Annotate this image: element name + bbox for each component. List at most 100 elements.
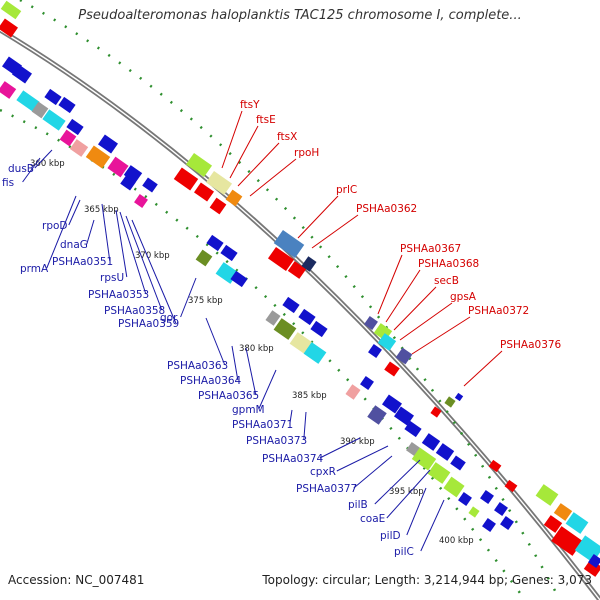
gene-feature-56 (435, 443, 455, 461)
gene-label-pshaa0372: PSHAa0372 (468, 305, 529, 317)
gene-leader-line (46, 195, 77, 269)
gene-label-rpod: rpoD (42, 220, 68, 232)
gene-label-pshaa0365: PSHAa0365 (198, 390, 259, 402)
gene-feature-7 (42, 109, 66, 131)
gene-feature-53 (395, 347, 413, 365)
gene-leader-line (386, 469, 431, 519)
gene-feature-31 (273, 229, 305, 259)
gene-leader-line (231, 345, 239, 381)
gene-leader-line (258, 369, 277, 410)
gene-leader-line (125, 215, 163, 311)
gene-leader-line (115, 209, 128, 278)
gene-feature-75 (543, 515, 563, 533)
gene-label-cpxr: cpxR (310, 466, 336, 478)
coordinate-tick-label: 385 kbp (292, 391, 327, 401)
gene-feature-68 (444, 396, 456, 408)
gene-feature-58 (411, 447, 437, 471)
gene-label-gor: gor (160, 312, 178, 324)
gene-feature-49 (364, 316, 378, 330)
gene-feature-57 (450, 455, 466, 471)
gene-leader-line (420, 499, 445, 552)
gene-leader-line (245, 347, 257, 396)
gene-feature-26 (195, 249, 213, 267)
gene-leader-line (319, 437, 361, 459)
gene-leader-line (411, 316, 471, 355)
gene-feature-12 (69, 139, 89, 157)
gene-feature-70 (488, 459, 502, 473)
gene-feature-43 (360, 376, 374, 390)
coordinate-tick-label: 395 kbp (389, 487, 424, 497)
gene-feature-59 (427, 462, 451, 484)
gene-leader-line (289, 409, 293, 425)
gene-label-ftse: ftsE (256, 114, 276, 126)
gene-label-rpsu: rpsU (100, 272, 124, 284)
gene-feature-28 (220, 244, 238, 262)
gene-label-pshaa0371: PSHAa0371 (232, 419, 293, 431)
gene-feature-5 (16, 90, 40, 112)
gene-feature-36 (273, 318, 297, 340)
topology-label: Topology: circular; Length: 3,214,944 bp… (262, 573, 592, 587)
gene-feature-38 (303, 342, 327, 364)
gene-feature-64 (494, 502, 508, 516)
gene-label-coae: coaE (360, 513, 385, 525)
gene-leader-line (119, 211, 147, 295)
gene-feature-55 (421, 433, 441, 451)
gene-feature-45 (382, 394, 402, 414)
gene-leader-line (374, 459, 421, 505)
gene-label-dnag: dnaG (60, 239, 88, 251)
gene-leader-line (22, 157, 41, 183)
gene-feature-15 (107, 156, 129, 178)
gene-label-pshaa0367: PSHAa0367 (400, 243, 461, 255)
gene-leader-line (180, 277, 197, 318)
gene-feature-79 (588, 554, 600, 568)
gene-leader-line (221, 110, 243, 169)
gene-feature-30 (230, 270, 248, 288)
gene-label-pilc: pilC (394, 546, 414, 558)
gene-feature-23 (173, 167, 199, 191)
gene-leader-line (249, 158, 297, 197)
gene-label-secb: secB (434, 275, 459, 287)
gene-feature-62 (468, 506, 480, 518)
gene-feature-35 (265, 310, 281, 326)
gene-label-fis: fis (2, 177, 14, 189)
gene-feature-44 (367, 405, 387, 425)
gene-feature-37 (289, 332, 313, 354)
gene-label-rpoh: rpoH (294, 147, 319, 159)
gene-feature-27 (206, 234, 224, 252)
gene-feature-25 (209, 197, 227, 215)
gene-label-pshaa0359: PSHAa0359 (118, 318, 179, 330)
gene-feature-52 (368, 344, 382, 358)
gene-feature-0 (0, 0, 22, 20)
gene-feature-47 (404, 420, 422, 438)
gene-leader-line (297, 195, 339, 239)
gene-leader-line (131, 219, 177, 324)
gene-leader-line (34, 149, 53, 169)
gene-label-pshaa0373: PSHAa0373 (246, 435, 307, 447)
gene-feature-67 (430, 406, 442, 418)
map-title: Pseudoalteromonas haloplanktis TAC125 ch… (78, 8, 522, 23)
gene-feature-73 (553, 503, 573, 521)
gene-feature-76 (551, 526, 583, 556)
gene-label-pshaa0363: PSHAa0363 (167, 360, 228, 372)
accession-label: Accession: NC_007481 (8, 573, 145, 587)
gene-label-pshaa0364: PSHAa0364 (180, 375, 242, 387)
coordinate-tick-label: 360 kbp (30, 159, 65, 169)
gene-feature-9 (58, 96, 76, 114)
gene-label-ftsy: ftsY (240, 99, 260, 111)
gene-feature-4 (0, 81, 17, 99)
gene-feature-69 (454, 392, 464, 402)
gene-feature-71 (504, 479, 518, 493)
gene-label-pilb: pilB (348, 499, 368, 511)
gene-label-prlc: prlC (336, 184, 357, 196)
gene-feature-46 (394, 406, 414, 426)
gene-feature-20 (185, 152, 213, 178)
gene-label-pshaa0377: PSHAa0377 (296, 483, 357, 495)
gene-feature-17 (134, 194, 148, 208)
gene-feature-10 (66, 118, 84, 136)
coordinate-tick-label: 380 kbp (239, 344, 274, 354)
gene-feature-42 (345, 384, 361, 400)
gene-feature-11 (59, 129, 77, 147)
coordinate-tick-label: 390 kbp (340, 437, 375, 447)
